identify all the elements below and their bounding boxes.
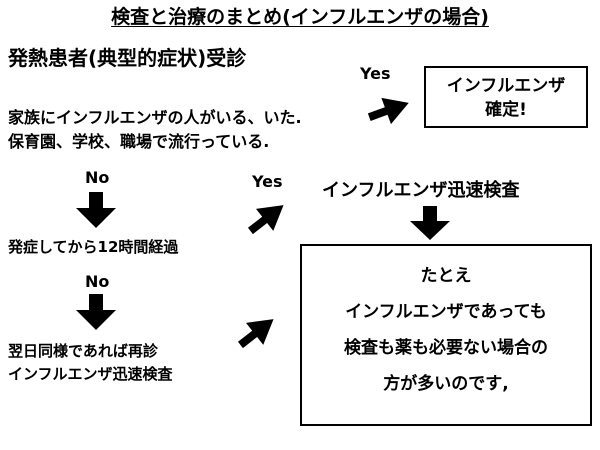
arrow-right-up-bottom [237,319,274,349]
conclusion-line1: たとえ [420,266,472,286]
arrow-right-up-top [367,97,409,125]
no-label-second: No [85,272,110,291]
patient-visit-heading: 発熱患者(典型的症状)受診 [8,46,247,70]
page-title: 検査と治療のまとめ(インフルエンザの場合) [111,6,489,28]
rapid-test-heading: インフルエンザ迅速検査 [322,180,520,201]
confirmed-box-line1: インフルエンザ [446,76,566,96]
condition-line-family: 家族にインフルエンザの人がいる、いた. [8,108,302,127]
confirmed-influenza-box: インフルエンザ 確定! [424,66,588,128]
conclusion-line2: インフルエンザであっても [345,302,547,322]
no-label-first: No [85,168,110,187]
arrow-down-first [76,192,116,228]
next-day-rapid-test-step: インフルエンザ迅速検査 [8,365,173,383]
yes-label-middle: Yes [252,172,283,191]
confirmed-box-line2: 確定! [485,100,527,120]
condition-line-outbreak: 保育園、学校、職場で流行っている. [8,132,270,151]
conclusion-line3: 検査も薬も必要ない場合の [344,338,548,358]
twelve-hours-elapsed-step: 発症してから12時間経過 [8,238,179,256]
conclusion-line4: 方が多いのです, [383,374,509,394]
arrow-right-up-middle [247,205,284,235]
arrow-down-rapid-test [410,206,450,240]
arrow-down-second [76,294,116,330]
conclusion-box: たとえ インフルエンザであっても 検査も薬も必要ない場合の 方が多いのです, [300,244,592,426]
yes-label-top: Yes [360,64,391,83]
next-day-revisit-step: 翌日同様であれば再診 [8,342,158,360]
